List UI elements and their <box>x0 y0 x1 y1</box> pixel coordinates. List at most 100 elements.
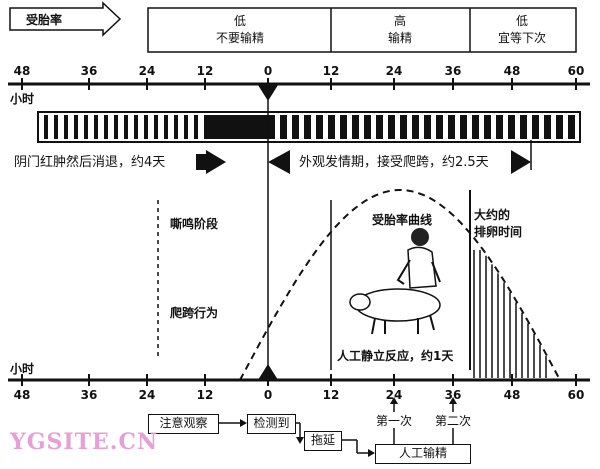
bar-stripe <box>532 115 539 139</box>
bar-stripe <box>184 115 188 139</box>
bottom-axis-tick-label: 24 <box>138 388 156 402</box>
seg1-line1: 低 <box>233 14 247 28</box>
first-insemination-label: 第一次 <box>375 414 413 428</box>
ovulation-hatching <box>473 250 547 378</box>
bottom-axis-tick-label: 0 <box>263 388 273 402</box>
bottom-axis-tick-label: 36 <box>444 388 462 402</box>
bottom-axis-tick-label: 24 <box>385 388 403 402</box>
header-segments-frame <box>147 7 577 53</box>
bar-stripe <box>268 115 275 139</box>
top-axis-tick-label: 24 <box>138 64 156 78</box>
timeline-stripes <box>44 115 575 139</box>
ovulation-label-line1: 大约的 <box>474 208 511 222</box>
estrus-arrow-right <box>511 150 531 174</box>
top-axis-tick-label: 48 <box>13 64 31 78</box>
bar-stripe <box>352 115 359 139</box>
top-axis-ticks <box>21 78 577 90</box>
bar-stripe <box>84 115 88 139</box>
proestrus-label: 阴门红肿然后消退，约4天 <box>14 155 166 170</box>
zero-marker-down <box>258 85 278 101</box>
bar-stripe <box>448 115 455 139</box>
seg3-line2: 宜等下次 <box>497 31 547 45</box>
bar-stripe <box>94 115 98 139</box>
bar-stripe <box>174 115 178 139</box>
top-axis-tick-label: 60 <box>567 64 585 78</box>
pig-illustration <box>349 288 441 335</box>
bar-stripe <box>496 115 503 139</box>
conception-rate-curve <box>239 188 561 381</box>
sniffing-label: 嘶鸣阶段 <box>170 217 219 231</box>
bottom-axis-tick-label: 48 <box>503 388 521 402</box>
site-watermark: YGSITE.CN <box>10 429 159 455</box>
top-axis-tick-label: 12 <box>196 64 214 78</box>
bar-stripe <box>412 115 419 139</box>
bar-stripe <box>64 115 68 139</box>
observe-box: 注意观察 <box>148 414 219 434</box>
bar-stripe <box>304 115 311 139</box>
top-axis-tick-label: 36 <box>80 64 98 78</box>
estrus-label: 外观发情期，接受爬跨，约2.5天 <box>299 155 489 170</box>
bar-stripe <box>472 115 479 139</box>
bar-stripe <box>376 115 383 139</box>
bar-stripe <box>280 115 287 139</box>
bar-stripe <box>484 115 491 139</box>
top-axis-tick-label: 48 <box>503 64 521 78</box>
bottom-axis-unit: 小时 <box>10 362 35 376</box>
bar-stripe <box>424 115 431 139</box>
standing-label: 人工静立反应，约1天 <box>337 349 454 363</box>
delay-box: 拖延 <box>304 431 342 451</box>
bar-stripe <box>124 115 128 139</box>
bar-stripe <box>568 115 575 139</box>
seg2-line1: 高 <box>393 14 407 28</box>
bar-stripe <box>436 115 443 139</box>
bar-stripe <box>164 115 168 139</box>
bar-stripe <box>114 115 118 139</box>
top-axis-tick-label: 0 <box>263 64 273 78</box>
bar-stripe <box>104 115 108 139</box>
bar-stripe <box>520 115 527 139</box>
proestrus-arrow <box>196 150 226 174</box>
detect-box: 检测到 <box>247 414 296 434</box>
bar-stripe <box>400 115 407 139</box>
seg3-line1: 低 <box>515 14 529 28</box>
bottom-axis-tick-label: 60 <box>567 388 585 402</box>
bar-stripe <box>328 115 335 139</box>
bar-stripe <box>556 115 563 139</box>
bar-stripe <box>544 115 551 139</box>
curve-label: 受胎率曲线 <box>372 213 433 227</box>
seg1-line2: 不要输精 <box>215 31 265 45</box>
bar-stripe <box>388 115 395 139</box>
bar-stripe <box>364 115 371 139</box>
bar-stripe <box>508 115 515 139</box>
bar-stripe <box>205 115 268 139</box>
bottom-axis-tick-label: 12 <box>322 388 340 402</box>
bar-stripe <box>316 115 323 139</box>
second-insemination-label: 第二次 <box>434 414 472 428</box>
top-axis-unit: 小时 <box>10 92 35 106</box>
header-arrow-label: 受胎率 <box>26 13 63 27</box>
ovulation-label-line2: 排卵时间 <box>474 225 523 239</box>
bar-stripe <box>460 115 467 139</box>
bar-stripe <box>154 115 158 139</box>
bottom-axis-tick-label: 36 <box>80 388 98 402</box>
bar-stripe <box>144 115 148 139</box>
mounting-label: 爬跨行为 <box>170 306 219 320</box>
seg2-line2: 输精 <box>387 31 413 45</box>
header-arrow-shape <box>9 1 122 37</box>
ai-box: 人工输精 <box>375 444 471 464</box>
worker-illustration <box>396 228 441 289</box>
bar-stripe <box>74 115 78 139</box>
top-axis-tick-label: 36 <box>444 64 462 78</box>
bottom-axis-tick-label: 12 <box>196 388 214 402</box>
bar-stripe <box>194 115 198 139</box>
bottom-axis-tick-label: 48 <box>13 388 31 402</box>
bottom-axis-ticks <box>21 374 577 386</box>
bar-stripe <box>134 115 138 139</box>
estrus-arrow-left <box>268 150 290 174</box>
bar-stripe <box>44 115 48 139</box>
top-axis-tick-label: 24 <box>385 64 403 78</box>
bar-stripe <box>340 115 347 139</box>
bar-stripe <box>54 115 58 139</box>
